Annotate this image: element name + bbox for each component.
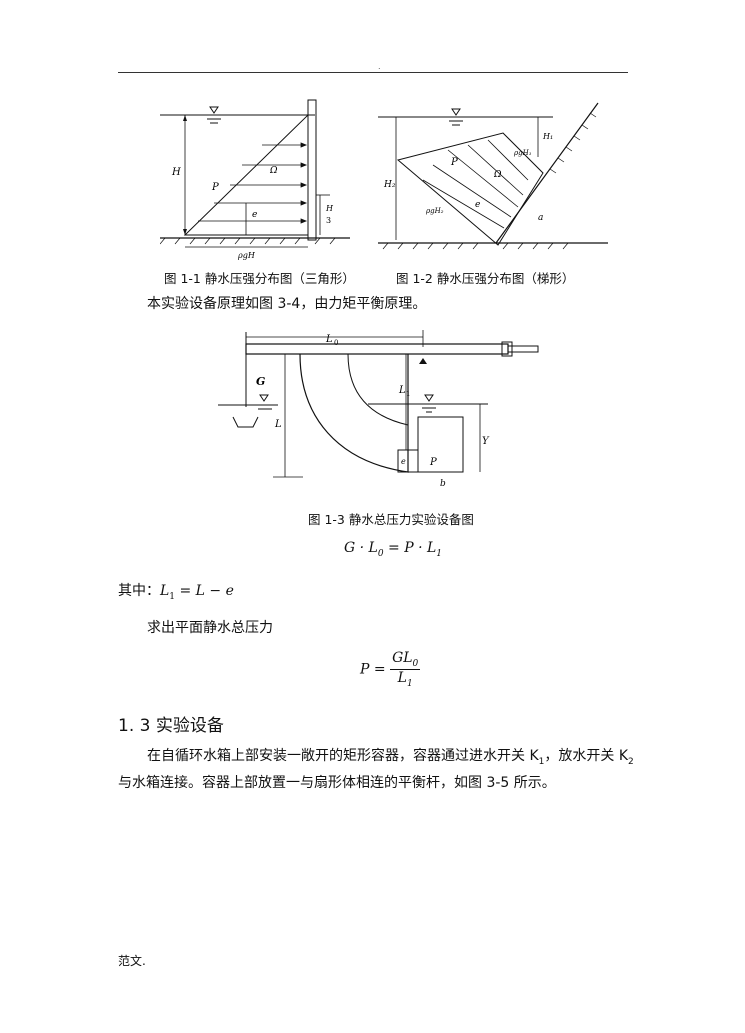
fig2-label-top: ρgH₁ <box>513 149 532 157</box>
figure3-caption: 图 1-3 静水总压力实验设备图 <box>308 512 474 527</box>
fig1-label-omega: Ω <box>269 166 278 176</box>
where-lhs-sub: 1 <box>169 591 176 602</box>
paragraph-line-1: 在自循环水箱上部安装一敞开的矩形容器，容器通过进水开关 K1，放水开关 K2 <box>147 745 634 767</box>
paragraph-line-2: 与水箱连接。容器上部放置一与扇形体相连的平衡杆，如图 3-5 所示。 <box>118 775 556 791</box>
eq1-rhs: P · L <box>404 540 437 556</box>
section-heading: 1. 3 实验设备 <box>118 716 224 736</box>
para-sub-2: 2 <box>628 756 634 767</box>
where-lhs: L <box>160 583 170 599</box>
figure-trapezoid-pressure: H₂ H₁ P Ω e a ρgH₁ ρgH₂ <box>378 102 608 250</box>
fig1-label-H3-den: 3 <box>326 216 331 225</box>
fig2-label-P: P <box>450 157 458 168</box>
para-line1-b: ，放水开关 K <box>544 748 629 764</box>
para-line1-a: 在自循环水箱上部安装一敞开的矩形容器，容器通过进水开关 K <box>147 748 539 764</box>
fig2-label-H2: H₂ <box>383 180 396 190</box>
eq1-lhs-sub: 0 <box>377 548 384 559</box>
fig3-label-L1: L <box>398 385 406 396</box>
eq2-den: L <box>397 669 407 686</box>
equation-pressure: P = GL0 L1 <box>360 650 421 689</box>
eq2-den-sub: 1 <box>406 678 413 689</box>
fig3-label-e: e <box>401 457 406 466</box>
eq2-num: GL <box>392 650 413 666</box>
fig2-label-H1: H₁ <box>542 132 553 141</box>
fig1-label-H: H <box>171 167 181 178</box>
footer-text: 范文. <box>118 954 146 968</box>
eq1-lhs: G · L <box>344 540 378 556</box>
header-rule <box>118 72 628 73</box>
where-line: 其中：L1 = L − e <box>118 580 234 602</box>
eq2-lhs: P = <box>360 661 391 678</box>
fig1-label-H3-num: H <box>325 204 334 213</box>
fig3-label-Y: Y <box>482 436 490 447</box>
fig3-label-P: P <box>429 457 437 468</box>
fig3-label-L: L <box>274 419 282 430</box>
figure-apparatus: L 0 G L 1 L Y e P b <box>218 330 539 489</box>
fig3-label-L0: L <box>325 334 333 345</box>
fig1-label-e: e <box>252 210 257 220</box>
eq1-eq: = <box>383 540 405 556</box>
fig1-label-P: P <box>211 182 219 193</box>
figure1-caption: 图 1-1 静水压强分布图（三角形） <box>164 271 355 286</box>
eq1-rhs-sub: 1 <box>436 548 443 559</box>
fig2-label-a: a <box>538 213 543 223</box>
equation-moment-balance: G · L0 = P · L1 <box>344 540 442 559</box>
figure2-caption: 图 1-2 静水压强分布图（梯形） <box>396 271 575 286</box>
intro-paragraph: 本实验设备原理如图 3-4，由力矩平衡原理。 <box>147 296 427 312</box>
fig3-label-L0-sub: 0 <box>334 339 338 347</box>
fig2-label-bottom: ρgH₂ <box>425 207 444 215</box>
where-rhs: = L − e <box>175 583 234 599</box>
fig3-label-b: b <box>440 479 446 489</box>
fig2-label-e: e <box>475 200 480 210</box>
fig1-label-base: ρgH <box>237 251 256 260</box>
eq2-num-sub: 0 <box>412 658 419 669</box>
fig3-label-G: G <box>256 375 265 388</box>
figure-triangle-pressure: H P Ω e H 3 ρgH <box>160 99 350 260</box>
where-label: 其中： <box>118 583 160 599</box>
fig3-label-L1-sub: 1 <box>406 390 410 398</box>
fig2-label-omega: Ω <box>493 170 502 180</box>
header-mark: . <box>378 62 381 71</box>
solve-text: 求出平面静水总压力 <box>147 620 273 636</box>
para-sub-1: 1 <box>538 756 545 767</box>
